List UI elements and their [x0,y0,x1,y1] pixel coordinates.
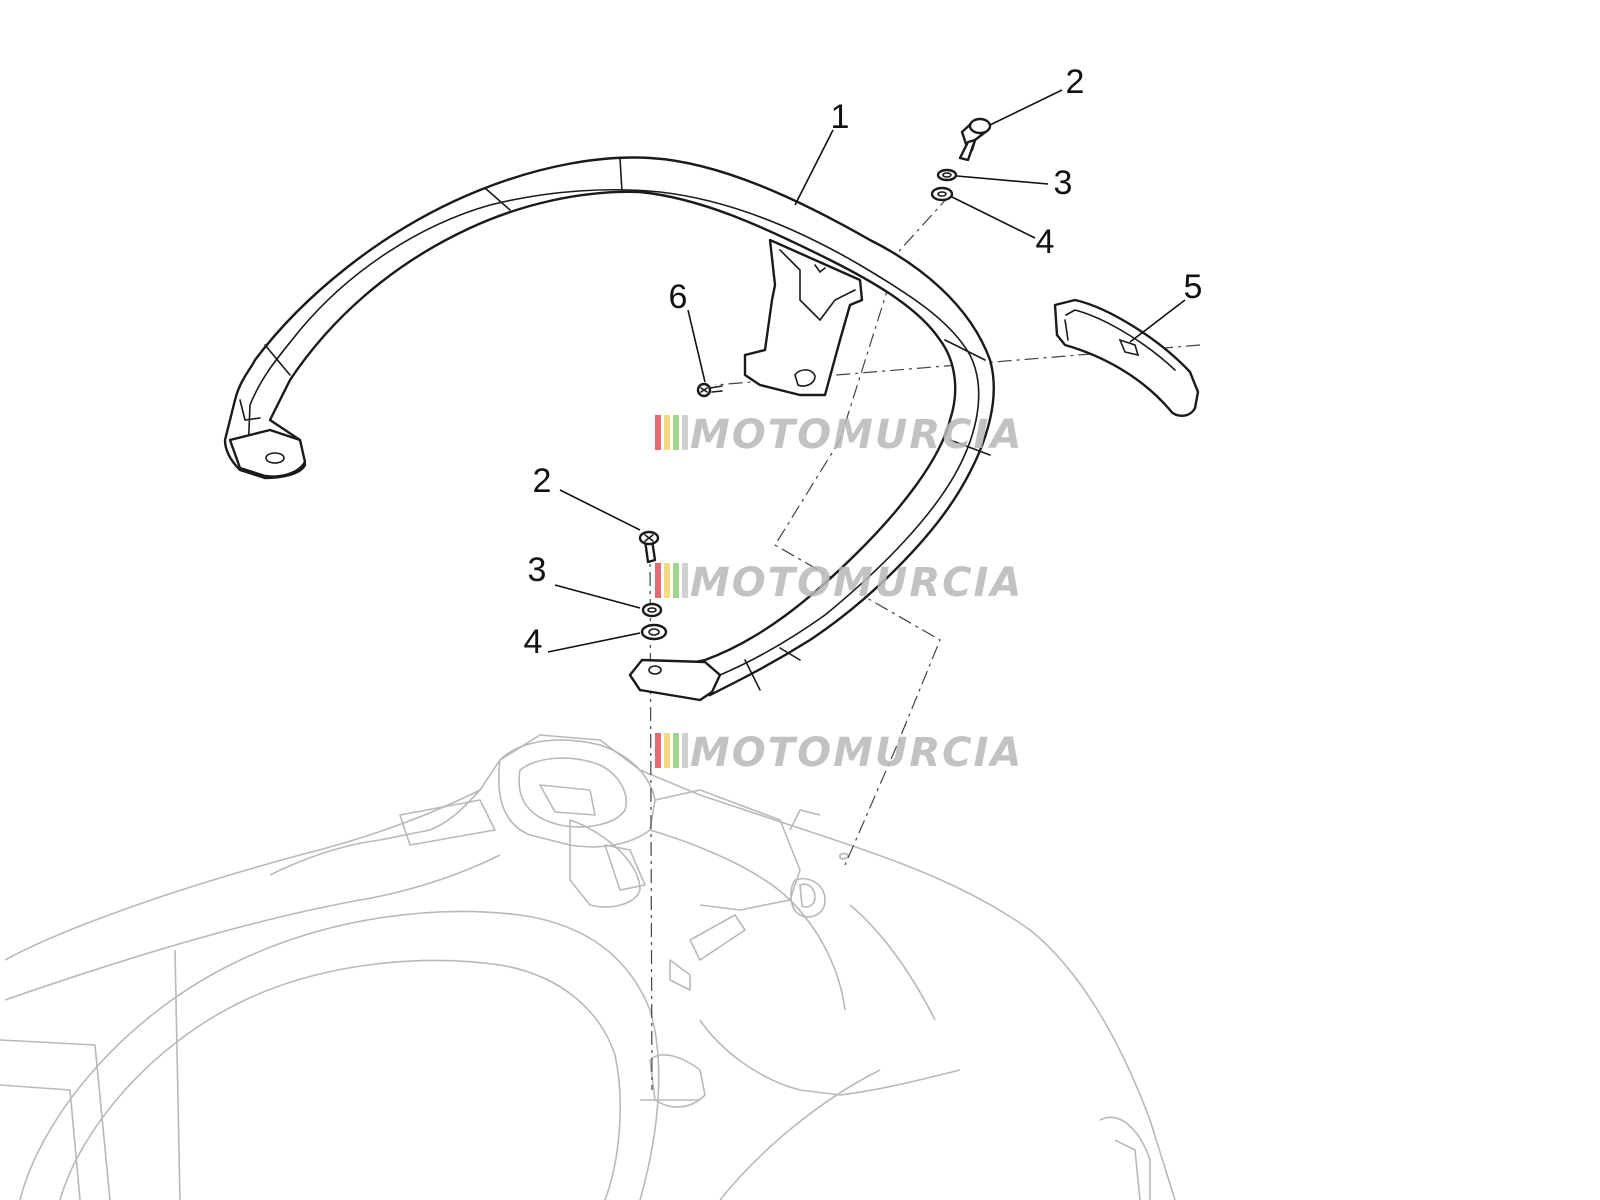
watermark-stripes-icon [655,415,688,450]
watermark-1: MOTOMURCIA [655,412,1023,458]
callout-3-top: 3 [1054,164,1073,202]
callout-1: 1 [831,98,850,136]
leader-lines [547,89,1186,653]
scooter-rear-body-outline [0,734,1176,1200]
part-4-washer-lower [640,623,668,641]
part-6-screw [696,382,723,398]
part-5-rear-trim [1053,298,1200,417]
part-2-screw-top [958,117,992,162]
watermark-stripes-icon [655,733,688,768]
watermark-text: MOTOMURCIA [690,560,1023,606]
part-3-washer-lower [641,602,663,618]
callout-5: 5 [1184,268,1203,306]
part-3-washer-top [936,168,958,182]
watermark-3: MOTOMURCIA [655,730,1023,776]
part-2-screw-lower [638,530,660,564]
part-4-washer-top [930,186,954,202]
callout-2-top: 2 [1066,63,1085,101]
watermark-stripes-icon [655,563,688,598]
callout-4-top: 4 [1036,223,1055,261]
callout-numbers: 1 2 3 4 5 6 2 3 4 [524,63,1203,661]
callout-2-lower: 2 [533,462,552,500]
callout-4-lower: 4 [524,623,543,661]
watermark-text: MOTOMURCIA [690,412,1023,458]
callout-3-lower: 3 [528,551,547,589]
watermark-2: MOTOMURCIA [655,560,1023,606]
callout-6: 6 [669,278,688,316]
part-1-rear-rack [223,156,995,702]
watermark-text: MOTOMURCIA [690,730,1023,776]
